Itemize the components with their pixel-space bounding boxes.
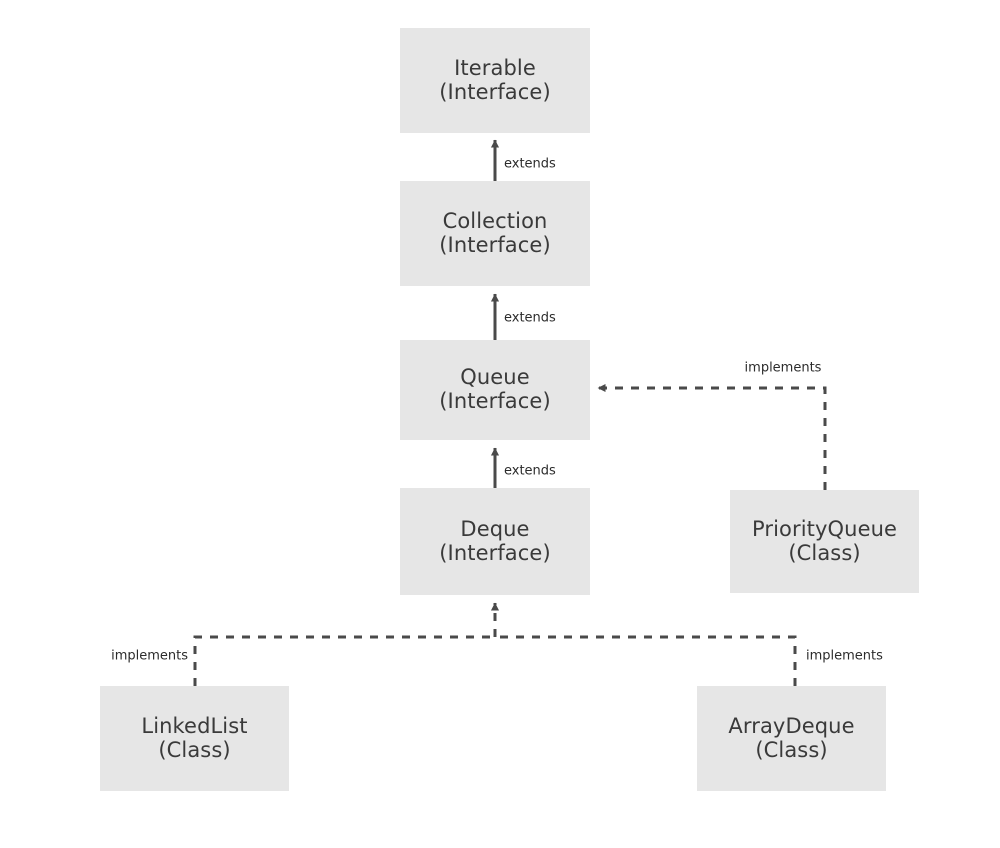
node-linkedlist[interactable]: LinkedList (Class) [100,686,289,791]
node-queue-name: Queue [460,365,530,390]
node-collection-name: Collection [442,208,548,233]
edge-linkedlist-implements-deque [193,635,495,686]
node-iterable[interactable]: Iterable (Interface) [400,28,590,133]
node-collection[interactable]: Collection (Interface) [400,181,590,286]
node-queue[interactable]: Queue (Interface) [400,340,590,440]
edge-label-collection-extends-iterable: extends [504,156,556,172]
node-priorityqueue-kind: (Class) [788,540,861,565]
edge-priorityqueue-implements-queue [597,383,827,490]
edge-label-queue-extends-collection: extends [504,310,556,326]
edge-label-priorityqueue-implements-queue: implements [744,360,822,376]
node-queue-kind: (Interface) [439,389,551,413]
node-iterable-name: Iterable [454,55,536,80]
edge-label-linkedlist-implements-deque: implements [111,648,188,664]
node-priorityqueue[interactable]: PriorityQueue (Class) [730,490,919,593]
node-deque-name: Deque [460,516,530,541]
node-arraydeque-name: ArrayDeque [728,713,855,738]
node-priorityqueue-name: PriorityQueue [751,516,898,541]
edge-label-deque-extends-queue: extends [504,463,556,479]
edge-label-arraydeque-implements-deque: implements [806,648,883,664]
node-collection-kind: (Interface) [439,232,551,257]
node-deque[interactable]: Deque (Interface) [400,488,590,595]
node-deque-kind: (Interface) [439,540,551,565]
edge-arraydeque-implements-deque [495,635,797,686]
node-arraydeque[interactable]: ArrayDeque (Class) [697,686,886,791]
node-linkedlist-kind: (Class) [158,737,231,762]
node-iterable-kind: (Interface) [439,79,551,104]
node-arraydeque-kind: (Class) [755,737,828,762]
node-linkedlist-name: LinkedList [141,713,248,738]
